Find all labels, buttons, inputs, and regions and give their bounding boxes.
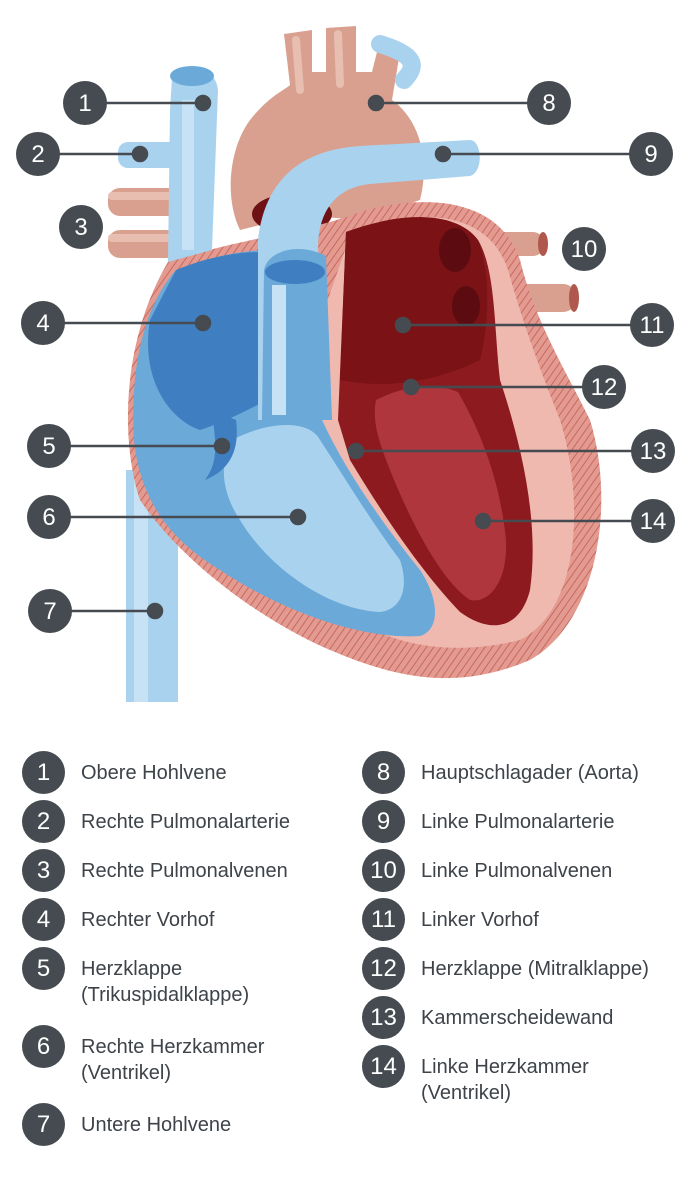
callout-number: 2 — [31, 141, 44, 168]
legend-number: 14 — [362, 1045, 405, 1088]
callout-11: 11 — [630, 303, 674, 347]
callout-10: 10 — [562, 227, 606, 271]
legend-label: Linke Herzkammer (Ventrikel) — [421, 1056, 589, 1104]
legend-item-11: 11 Linker Vorhof — [362, 898, 539, 941]
legend-number: 2 — [22, 800, 65, 843]
legend-number: 11 — [362, 898, 405, 941]
callout-3: 3 — [59, 205, 103, 249]
legend-number: 13 — [362, 996, 405, 1039]
right-pulmonary-veins — [108, 188, 180, 258]
callout-2: 2 — [16, 132, 60, 176]
legend-number: 6 — [22, 1025, 65, 1068]
callout-number: 10 — [571, 236, 598, 263]
legend-item-2: 2 Rechte Pulmonalarterie — [22, 800, 290, 843]
legend-label: Untere Hohlvene — [81, 1114, 232, 1136]
callout-number: 5 — [42, 433, 55, 460]
callout-12: 12 — [582, 365, 626, 409]
legend-number: 5 — [22, 947, 65, 990]
legend-item-6: 6 Rechte Herzkammer (Ventrikel) — [22, 1025, 264, 1086]
legend-label: Obere Hohlvene — [81, 762, 227, 784]
legend-label: Rechte Pulmonalvenen — [81, 860, 288, 882]
callout-number: 13 — [640, 438, 667, 465]
legend-item-5: 5 Herzklappe (Trikuspidalklappe) — [22, 947, 249, 1008]
legend-number: 3 — [22, 849, 65, 892]
legend-label: Rechter Vorhof — [81, 909, 215, 931]
legend-label: Hauptschlagader (Aorta) — [421, 762, 639, 784]
legend-item-7: 7 Untere Hohlvene — [22, 1103, 231, 1146]
legend-item-4: 4 Rechter Vorhof — [22, 898, 214, 941]
callout-lines — [38, 94, 653, 620]
legend-number: 12 — [362, 947, 405, 990]
legend-number: 1 — [22, 751, 65, 794]
callout-13: 13 — [631, 429, 675, 473]
heart-diagram: 1 2 3 4 5 6 7 8 9 10 11 12 13 14 — [16, 26, 675, 702]
legend-item-9: 9 Linke Pulmonalarterie — [362, 800, 614, 843]
legend-label: Rechte Pulmonalarterie — [81, 811, 290, 833]
legend-item-13: 13 Kammerscheidewand — [362, 996, 613, 1039]
callout-1: 1 — [63, 81, 107, 125]
callout-number: 7 — [43, 598, 56, 625]
callout-number: 4 — [36, 310, 49, 337]
callout-5: 5 — [27, 424, 71, 468]
callout-6: 6 — [27, 495, 71, 539]
legend-number: 4 — [22, 898, 65, 941]
callout-number: 1 — [78, 90, 91, 117]
callout-number: 14 — [640, 508, 667, 535]
callout-8: 8 — [527, 81, 571, 125]
legend-item-8: 8 Hauptschlagader (Aorta) — [362, 751, 639, 794]
callout-number: 11 — [640, 312, 665, 339]
pulmonary-trunk — [258, 140, 480, 420]
legend-label: Rechte Herzkammer (Ventrikel) — [81, 1036, 265, 1084]
callout-4: 4 — [21, 301, 65, 345]
callout-9: 9 — [629, 132, 673, 176]
legend-item-3: 3 Rechte Pulmonalvenen — [22, 849, 288, 892]
callout-number: 12 — [591, 374, 618, 401]
legend-label: Herzklappe (Mitralklappe) — [421, 958, 649, 980]
legend-label: Kammerscheidewand — [421, 1007, 614, 1029]
legend-label: Linker Vorhof — [421, 909, 539, 931]
legend-item-10: 10 Linke Pulmonalvenen — [362, 849, 612, 892]
callout-7: 7 — [28, 589, 72, 633]
legend-item-12: 12 Herzklappe (Mitralklappe) — [362, 947, 649, 990]
legend-number: 10 — [362, 849, 405, 892]
legend-label: Linke Pulmonalarterie — [421, 811, 615, 833]
legend-item-1: 1 Obere Hohlvene — [22, 751, 227, 794]
callout-14: 14 — [631, 499, 675, 543]
legend-item-14: 14 Linke Herzkammer (Ventrikel) — [362, 1045, 589, 1106]
legend-label: Herzklappe (Trikuspidalklappe) — [81, 958, 250, 1006]
legend-number: 8 — [362, 751, 405, 794]
legend-label: Linke Pulmonalvenen — [421, 860, 613, 882]
callout-number: 3 — [74, 214, 87, 241]
legend-number: 7 — [22, 1103, 65, 1146]
callout-number: 8 — [542, 90, 555, 117]
legend-number: 9 — [362, 800, 405, 843]
callout-number: 9 — [644, 141, 657, 168]
callout-number: 6 — [42, 504, 55, 531]
